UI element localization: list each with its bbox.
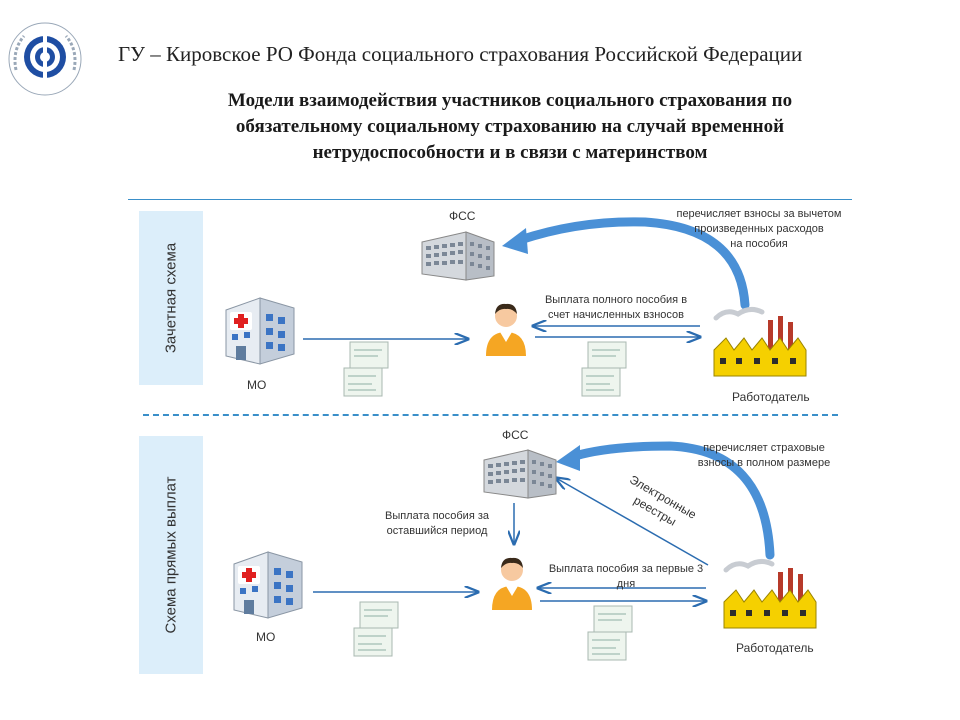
scheme1-employer-label: Работодатель (732, 390, 810, 404)
scheme1-document-icon-2 (581, 341, 627, 397)
scheme2-note-fss-payment: Выплата пособия за оставшийся период (384, 510, 490, 537)
scheme2-document-icon-1 (353, 601, 399, 657)
scheme1-mo-label: МО (247, 378, 267, 392)
scheme2-hospital-icon (233, 551, 303, 619)
scheme1-note-top: перечисляет взносы за вычетом произведен… (676, 208, 842, 250)
scheme2-mo-label: МО (256, 630, 276, 644)
page-title: Модели взаимодействия участников социаль… (100, 88, 920, 166)
scheme1-curved-arrow (515, 217, 750, 310)
scheme2-fss-label: ФСС (502, 428, 529, 442)
scheme1-fss-label: ФСС (449, 209, 476, 223)
title-line-3: нетрудоспособности и в связи с материнст… (312, 142, 708, 163)
fss-emblem-icon (8, 22, 82, 96)
scheme1-person-icon (486, 303, 526, 356)
scheme2-note-top: перечисляет страховые взносы в полном ра… (697, 442, 831, 469)
title-line-1: Модели взаимодействия участников социаль… (227, 90, 793, 111)
top-divider (128, 199, 852, 200)
scheme2-side-panel: Схема прямых выплат (139, 436, 203, 674)
title-line-2: обязательному социальному страхованию на… (235, 116, 785, 137)
scheme1-factory-icon (713, 306, 807, 377)
scheme1-document-icon-1 (343, 341, 389, 397)
scheme1-fss-building-icon (421, 231, 495, 281)
fss-logo (6, 20, 84, 98)
scheme2-arrow-employer-to-fss (556, 478, 709, 566)
scheme2-fss-building-icon (483, 449, 557, 499)
dashed-divider (143, 414, 838, 416)
scheme2-employer-label: Работодатель (736, 641, 814, 655)
organization-title: ГУ – Кировское РО Фонда социального стра… (118, 42, 803, 66)
scheme1-hospital-icon (225, 297, 295, 365)
scheme2-curved-arrow (570, 441, 775, 560)
scheme2-document-icon-2 (587, 605, 633, 661)
scheme1-side-panel: Зачетная схема (139, 211, 203, 385)
scheme2-note-employer-payment: Выплата пособия за первые 3 дня (548, 563, 704, 590)
scheme2-person-icon (492, 557, 532, 610)
scheme2-factory-icon (723, 558, 817, 629)
scheme1-note-payment: Выплата полного пособия в счет начисленн… (544, 294, 688, 321)
